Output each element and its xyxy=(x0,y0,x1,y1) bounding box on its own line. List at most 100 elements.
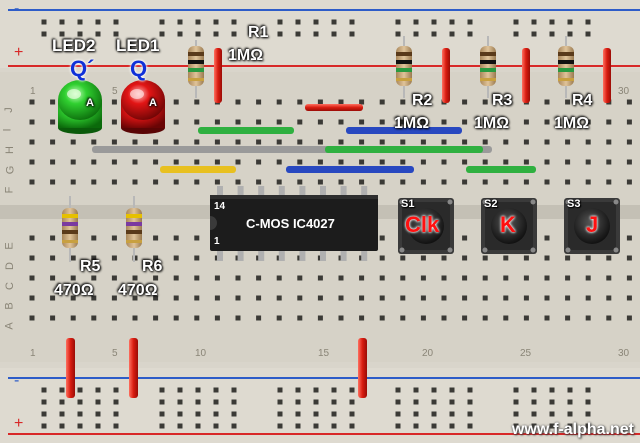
breadboard-hole xyxy=(173,119,179,125)
breadboard-hole xyxy=(482,315,488,321)
breadboard-hole xyxy=(400,119,406,125)
breadboard-hole xyxy=(256,99,262,105)
wire-red-v7 xyxy=(358,338,367,398)
ic-pin xyxy=(340,186,347,197)
breadboard-hole xyxy=(585,31,591,37)
breadboard-hole xyxy=(585,255,591,261)
breadboard-hole xyxy=(173,159,179,165)
breadboard-hole xyxy=(95,411,101,417)
breadboard-hole xyxy=(462,315,468,321)
row-letter-d: D xyxy=(3,262,16,270)
breadboard-hole xyxy=(441,315,447,321)
breadboard-hole xyxy=(111,119,117,125)
breadboard-hole xyxy=(235,139,241,145)
breadboard-hole xyxy=(276,119,282,125)
breadboard-hole xyxy=(231,387,237,393)
breadboard-hole xyxy=(159,411,165,417)
breadboard-hole xyxy=(606,255,612,261)
breadboard-hole xyxy=(256,315,262,321)
breadboard-hole xyxy=(565,119,571,125)
breadboard-hole xyxy=(431,423,437,429)
breadboard-hole xyxy=(606,315,612,321)
breadboard-hole xyxy=(77,399,83,405)
breadboard-hole xyxy=(50,255,56,261)
breadboard-hole xyxy=(295,19,301,25)
breadboard-hole xyxy=(29,139,35,145)
breadboard-hole xyxy=(503,159,509,165)
breadboard-hole xyxy=(379,179,385,185)
breadboard-hole xyxy=(441,275,447,281)
resistor-r4 xyxy=(558,36,574,98)
breadboard-hole xyxy=(256,275,262,281)
breadboard-hole xyxy=(467,387,473,393)
breadboard-hole xyxy=(359,295,365,301)
row-letter-c: C xyxy=(3,282,16,290)
breadboard-hole xyxy=(523,119,529,125)
ic-pin xyxy=(278,186,285,197)
breadboard-hole xyxy=(338,99,344,105)
breadboard-hole xyxy=(400,295,406,301)
breadboard-hole xyxy=(349,19,355,25)
breadboard-hole xyxy=(194,275,200,281)
breadboard-hole xyxy=(606,179,612,185)
breadboard-hole xyxy=(214,179,220,185)
breadboard-hole xyxy=(173,255,179,261)
breadboard-hole xyxy=(395,19,401,25)
breadboard-hole xyxy=(276,99,282,105)
breadboard-hole xyxy=(585,315,591,321)
breadboard-hole xyxy=(317,295,323,301)
breadboard-hole xyxy=(331,31,337,37)
breadboard-hole xyxy=(41,423,47,429)
breadboard-hole xyxy=(111,255,117,261)
breadboard-hole xyxy=(317,119,323,125)
breadboard-hole xyxy=(41,411,47,417)
breadboard-hole xyxy=(111,99,117,105)
breadboard-hole xyxy=(153,139,159,145)
breadboard-hole xyxy=(585,179,591,185)
breadboard-hole xyxy=(231,399,237,405)
breadboard-hole xyxy=(523,139,529,145)
breadboard-hole xyxy=(153,295,159,301)
breadboard-hole xyxy=(276,315,282,321)
breadboard-hole xyxy=(379,295,385,301)
breadboard-hole xyxy=(503,179,509,185)
breadboard-hole xyxy=(626,179,632,185)
breadboard-hole xyxy=(235,179,241,185)
breadboard-hole xyxy=(523,295,529,301)
breadboard-hole xyxy=(113,423,119,429)
breadboard-hole xyxy=(359,315,365,321)
breadboard-hole xyxy=(159,399,165,405)
breadboard-hole xyxy=(567,399,573,405)
breadboard-hole xyxy=(431,411,437,417)
breadboard-hole xyxy=(626,315,632,321)
breadboard-hole xyxy=(194,315,200,321)
breadboard-hole xyxy=(213,31,219,37)
breadboard-hole xyxy=(441,119,447,125)
breadboard-hole xyxy=(523,179,529,185)
rail-minus-bottom: - xyxy=(14,372,20,389)
breadboard-hole xyxy=(91,275,97,281)
breadboard-hole xyxy=(297,99,303,105)
breadboard-hole xyxy=(567,411,573,417)
breadboard-hole xyxy=(544,139,550,145)
breadboard-hole xyxy=(111,275,117,281)
breadboard-hole xyxy=(195,423,201,429)
breadboard-hole xyxy=(482,139,488,145)
button-s3 xyxy=(564,198,620,254)
breadboard-hole xyxy=(70,159,76,165)
breadboard-hole xyxy=(431,19,437,25)
led2-green xyxy=(58,80,102,134)
breadboard-hole xyxy=(277,31,283,37)
breadboard-hole xyxy=(449,19,455,25)
breadboard-hole xyxy=(626,235,632,241)
breadboard-hole xyxy=(549,387,555,393)
s2-label: S2 xyxy=(484,198,498,210)
breadboard-hole xyxy=(111,159,117,165)
breadboard-hole xyxy=(544,275,550,281)
breadboard-hole xyxy=(400,139,406,145)
breadboard-hole xyxy=(297,139,303,145)
r5-name: R5 xyxy=(80,258,101,275)
row-letter-g: G xyxy=(4,165,17,175)
breadboard-hole xyxy=(565,255,571,261)
breadboard-hole xyxy=(467,19,473,25)
